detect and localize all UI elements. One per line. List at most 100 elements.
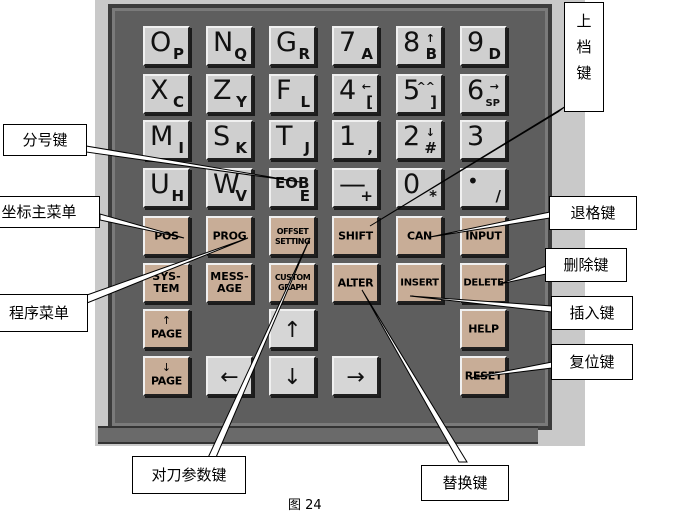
key-input[interactable]: INPUT bbox=[460, 216, 507, 256]
callout-eob-key: 分号键 bbox=[3, 124, 87, 156]
key-function-label: PROG bbox=[212, 229, 247, 243]
key-main-label: 2 bbox=[403, 121, 421, 152]
key-offset-setting[interactable]: OFFSET SETTING bbox=[269, 216, 316, 256]
key-help[interactable]: HELP bbox=[460, 309, 507, 349]
key-function-label: INSERT bbox=[400, 277, 439, 289]
key-pos[interactable]: POS bbox=[143, 216, 190, 256]
key-7[interactable]: 7 A bbox=[332, 26, 379, 66]
key-function-label: OFFSET SETTING bbox=[274, 227, 311, 246]
key-eob[interactable]: EOB E bbox=[269, 168, 316, 208]
key-alter[interactable]: ALTER bbox=[332, 263, 379, 303]
key-w[interactable]: W V bbox=[206, 168, 253, 208]
right-arrow-icon: → bbox=[346, 365, 365, 390]
key-cursor-up[interactable]: ↑ bbox=[269, 309, 316, 349]
key-cursor-down[interactable]: ↓ bbox=[269, 356, 316, 396]
key-sub-label: L bbox=[300, 93, 310, 111]
key-message[interactable]: MESS- AGE bbox=[206, 263, 253, 303]
key-main-label: M bbox=[150, 121, 174, 152]
down-arrow-icon: ↓ bbox=[425, 126, 435, 139]
key-main-label: 7 bbox=[339, 27, 357, 58]
callout-can-key: 退格键 bbox=[549, 196, 637, 230]
key-sub-label: R bbox=[298, 45, 310, 63]
key-g[interactable]: G R bbox=[269, 26, 316, 66]
key-s[interactable]: S K bbox=[206, 120, 253, 160]
key-sub-label: D bbox=[488, 45, 501, 63]
wave-icon: ^^ bbox=[416, 80, 435, 93]
key-t[interactable]: T J bbox=[269, 120, 316, 160]
key-m[interactable]: M I bbox=[143, 120, 190, 160]
down-arrow-icon: ↓ bbox=[283, 365, 302, 390]
key-4[interactable]: 4 ← [ bbox=[332, 74, 379, 114]
key-reset[interactable]: RESET bbox=[460, 356, 507, 396]
key-function-label: SHIFT bbox=[338, 229, 373, 243]
key-sub-label: Q bbox=[234, 45, 247, 63]
key-sub-label: Y bbox=[236, 93, 247, 111]
key-main-label: F bbox=[276, 75, 292, 106]
key-8[interactable]: 8 ↑ B bbox=[396, 26, 443, 66]
key-minus[interactable]: — + bbox=[332, 168, 379, 208]
key-sub-label: SP bbox=[485, 98, 500, 109]
key-sub-label: E bbox=[299, 187, 310, 205]
key-n[interactable]: N Q bbox=[206, 26, 253, 66]
key-main-label: — bbox=[339, 169, 366, 200]
callout-prog-key: 程序菜单 bbox=[0, 294, 88, 332]
key-sub-label: + bbox=[360, 187, 373, 205]
key-main-label: 1 bbox=[339, 121, 357, 152]
key-sub-label: A bbox=[361, 45, 373, 63]
key-main-label: S bbox=[213, 121, 231, 152]
key-z[interactable]: Z Y bbox=[206, 74, 253, 114]
key-3[interactable]: 3 bbox=[460, 120, 507, 160]
key-x[interactable]: X C bbox=[143, 74, 190, 114]
callout-reset-key: 复位键 bbox=[551, 344, 633, 380]
callout-pos-key: 坐标主菜单 bbox=[0, 196, 100, 228]
key-1[interactable]: 1 , bbox=[332, 120, 379, 160]
key-main-label: T bbox=[276, 121, 293, 152]
key-0[interactable]: 0 * bbox=[396, 168, 443, 208]
up-arrow-icon: ↑ bbox=[283, 318, 302, 343]
key-function-label: INPUT bbox=[465, 229, 502, 243]
key-function-label: DELETE bbox=[463, 277, 504, 289]
key-main-label: 3 bbox=[467, 121, 485, 152]
key-dot[interactable]: • / bbox=[460, 168, 507, 208]
key-sub-label: H bbox=[171, 187, 184, 205]
key-main-label: 4 bbox=[339, 75, 357, 106]
key-main-label: 0 bbox=[403, 169, 421, 200]
key-function-label: PAGE bbox=[151, 327, 182, 341]
key-insert[interactable]: INSERT bbox=[396, 263, 443, 303]
key-main-label: 6 bbox=[467, 75, 485, 106]
key-sub-label: C bbox=[172, 93, 184, 111]
key-u[interactable]: U H bbox=[143, 168, 190, 208]
key-function-label: PAGE bbox=[151, 374, 182, 388]
key-main-label: G bbox=[276, 27, 297, 58]
key-main-label: • bbox=[467, 169, 479, 193]
left-arrow-icon: ← bbox=[220, 365, 239, 390]
key-page-up[interactable]: ↑ PAGE bbox=[143, 309, 190, 349]
key-can[interactable]: CAN bbox=[396, 216, 443, 256]
key-shift[interactable]: SHIFT bbox=[332, 216, 379, 256]
callout-shift-key: 上 档 键 bbox=[564, 2, 604, 112]
key-5[interactable]: 5 ^^ ] bbox=[396, 74, 443, 114]
key-cursor-right[interactable]: → bbox=[332, 356, 379, 396]
key-9[interactable]: 9 D bbox=[460, 26, 507, 66]
key-cursor-left[interactable]: ← bbox=[206, 356, 253, 396]
key-delete[interactable]: DELETE bbox=[460, 263, 507, 303]
key-system[interactable]: SYS- TEM bbox=[143, 263, 190, 303]
key-function-label: RESET bbox=[464, 369, 503, 383]
key-sub-label: [ bbox=[366, 93, 373, 111]
key-sub-label: K bbox=[235, 139, 247, 157]
key-main-label: 8 bbox=[403, 27, 421, 58]
key-sub-label: / bbox=[495, 187, 501, 205]
callout-delete-key: 删除键 bbox=[545, 248, 627, 282]
key-function-label: POS bbox=[154, 229, 179, 243]
key-page-down[interactable]: ↓ PAGE bbox=[143, 356, 190, 396]
left-arrow-icon: ← bbox=[361, 80, 371, 93]
key-f[interactable]: F L bbox=[269, 74, 316, 114]
key-custom-graph[interactable]: CUSTOM GRAPH bbox=[269, 263, 316, 303]
key-2[interactable]: 2 ↓ # bbox=[396, 120, 443, 160]
key-sub-label: V bbox=[235, 187, 247, 205]
key-prog[interactable]: PROG bbox=[206, 216, 253, 256]
key-6[interactable]: 6 → SP bbox=[460, 74, 507, 114]
panel-bottom-bar bbox=[98, 426, 538, 444]
key-o[interactable]: O P bbox=[143, 26, 190, 66]
